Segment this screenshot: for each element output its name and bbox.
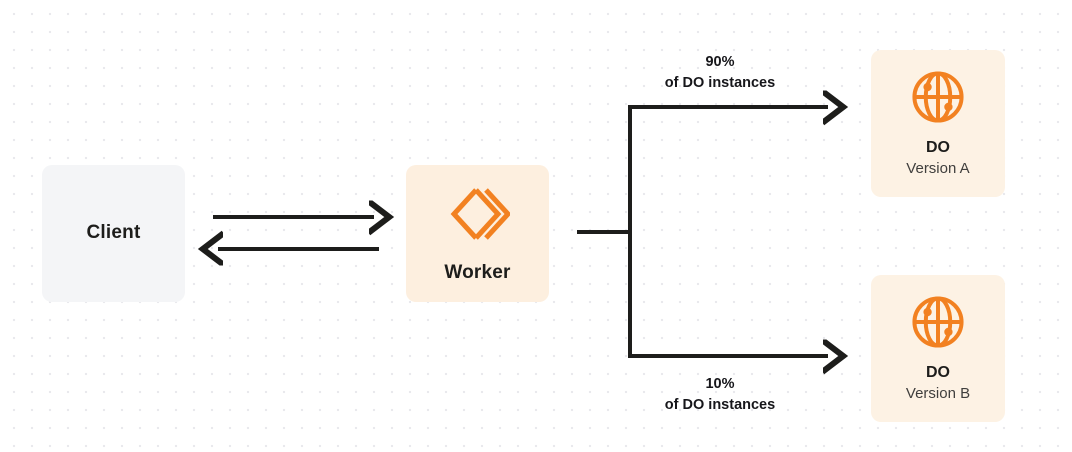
durable-object-globe-icon (909, 68, 967, 126)
node-do-b-subtitle: Version B (905, 385, 971, 403)
edge-label-do-b-caption: of DO instances (664, 397, 776, 414)
edge-label-do-a: 90% of DO instances (620, 52, 820, 94)
edge-label-do-b: 10% of DO instances (620, 374, 820, 416)
edge-label-do-b-percent: 10% (705, 376, 735, 392)
edge-label-do-a-caption: of DO instances (664, 75, 776, 92)
node-do-version-a[interactable]: DO Version A (871, 50, 1005, 197)
durable-object-globe-icon (909, 293, 967, 351)
node-do-b-title: DO (926, 364, 950, 382)
cloudflare-workers-icon (446, 182, 511, 246)
node-worker-label: Worker (444, 262, 511, 284)
edge-label-do-a-percent: 90% (705, 54, 735, 70)
node-worker[interactable]: Worker (406, 165, 549, 302)
node-do-a-title: DO (926, 139, 950, 157)
node-do-version-b[interactable]: DO Version B (871, 275, 1005, 422)
node-client-label: Client (86, 222, 141, 244)
node-do-a-subtitle: Version A (906, 160, 970, 178)
node-client[interactable]: Client (42, 165, 185, 302)
